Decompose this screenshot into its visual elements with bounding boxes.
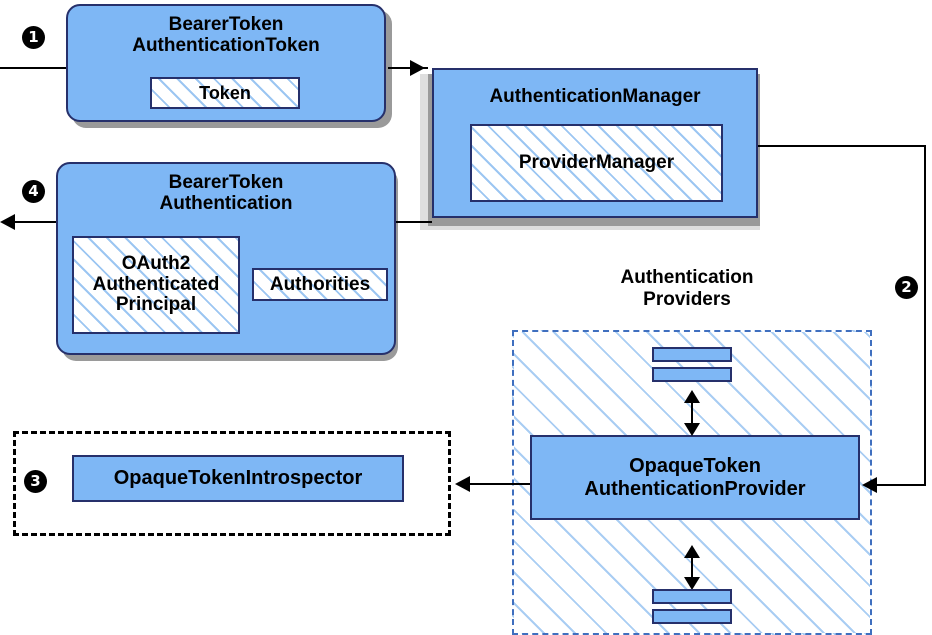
connector-manager-to-authentication xyxy=(396,221,432,223)
provider-slot-bar-bottom-1 xyxy=(652,589,732,604)
inner-box-provider-manager: ProviderManager xyxy=(470,124,723,202)
arrowhead-into-opaque-token-provider xyxy=(862,477,877,493)
arrowhead-result-out xyxy=(0,214,15,230)
connector-slot-bottom-line xyxy=(691,551,693,585)
node-title-line-1: BearerToken xyxy=(168,14,284,35)
node-title-line-1: OpaqueToken xyxy=(629,455,761,478)
inner-box-token: Token xyxy=(150,77,300,109)
node-opaque-token-authentication-provider: OpaqueToken AuthenticationProvider xyxy=(530,435,860,520)
principal-line-1: OAuth2 xyxy=(121,252,191,274)
node-title-line-2: AuthenticationProvider xyxy=(584,477,806,500)
step-badge-4: 4 xyxy=(22,180,45,203)
arrowhead-to-opaque-token-introspector xyxy=(455,476,470,492)
node-title-line-1: BearerToken xyxy=(168,172,284,193)
inner-box-oauth2-authenticated-principal: OAuth2 Authenticated Principal xyxy=(72,236,240,334)
connector-slot-top-line xyxy=(691,396,693,432)
connector-request-in xyxy=(0,67,70,69)
node-title: OpaqueToken AuthenticationProvider xyxy=(532,455,858,500)
step-badge-2: 2 xyxy=(895,276,918,299)
connector-authentication-out xyxy=(12,221,68,223)
connector-provider-to-introspector xyxy=(470,483,530,485)
connector-manager-down xyxy=(924,145,926,485)
region-title-authentication-providers: Authentication Providers xyxy=(562,267,812,311)
step-badge-1: 1 xyxy=(22,26,45,49)
node-title: OpaqueTokenIntrospector xyxy=(113,467,363,490)
node-title: AuthenticationManager xyxy=(489,86,701,107)
node-title-line-2: AuthenticationToken xyxy=(132,35,320,57)
step-badge-3: 3 xyxy=(24,470,47,493)
provider-slot-bar-top-2 xyxy=(652,367,732,382)
connector-token-to-manager xyxy=(388,67,428,69)
provider-slot-bar-bottom-2 xyxy=(652,609,732,624)
principal-line-2: Authenticated xyxy=(92,273,220,295)
node-title: BearerToken Authentication xyxy=(58,172,394,215)
node-title-line-2: Authentication xyxy=(159,193,293,215)
provider-slot-bar-top-1 xyxy=(652,347,732,362)
node-title: BearerToken AuthenticationToken xyxy=(68,14,384,57)
node-opaque-token-introspector: OpaqueTokenIntrospector xyxy=(72,455,404,502)
region-title-line-1: Authentication xyxy=(620,267,754,288)
connector-manager-right xyxy=(758,145,926,147)
inner-box-authorities: Authorities xyxy=(252,268,388,301)
region-title-line-2: Providers xyxy=(643,288,731,310)
principal-line-3: Principal xyxy=(115,294,197,316)
connector-into-provider xyxy=(864,484,926,486)
arrowhead-to-authentication-manager xyxy=(410,60,425,76)
